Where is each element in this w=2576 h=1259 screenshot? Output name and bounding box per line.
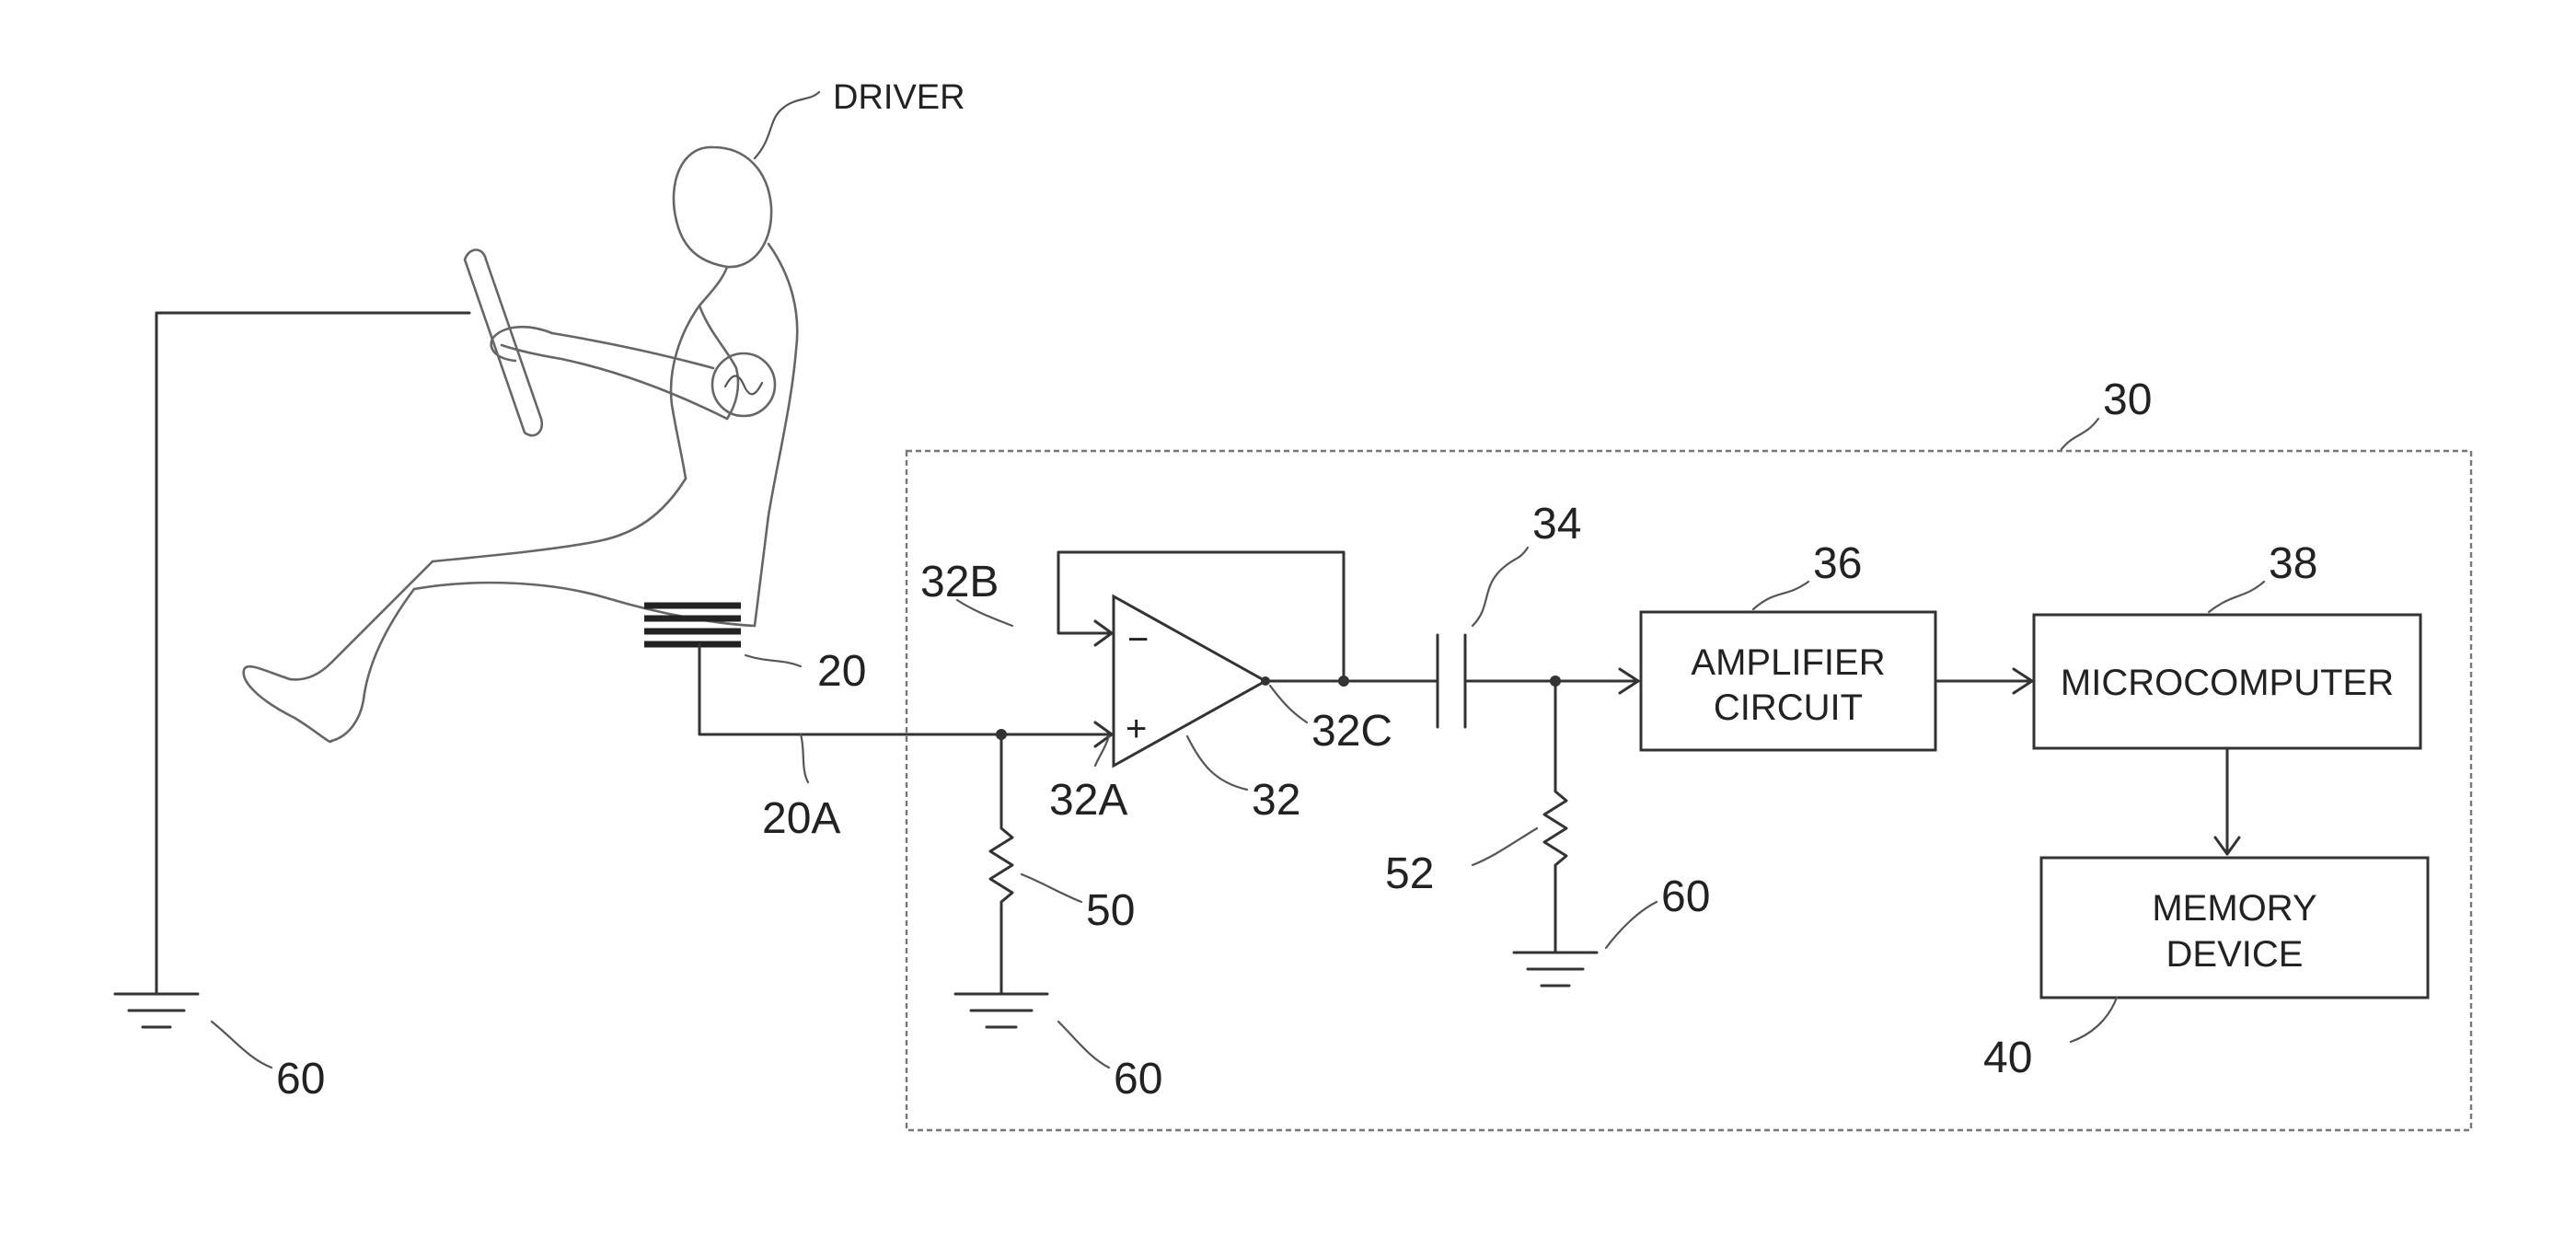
memory-leader [2071, 998, 2117, 1042]
label-20A: 20A [762, 794, 840, 843]
opamp-plus-sign: + [1126, 709, 1147, 749]
steering-wheel [465, 250, 542, 436]
amplifier-leader [1753, 582, 1808, 609]
label-20: 20 [817, 647, 866, 696]
label-30: 30 [2103, 375, 2152, 424]
amplifier-line-1: AMPLIFIER [1691, 642, 1885, 683]
microcomputer-leader [2209, 582, 2264, 612]
ground-symbol-left [115, 994, 198, 1027]
resistor-50 [990, 734, 1012, 994]
sensor-wire-leader [801, 734, 808, 782]
amplifier-line-2: CIRCUIT [1714, 687, 1863, 728]
label-40: 40 [1983, 1034, 2032, 1082]
label-38: 38 [2269, 539, 2317, 588]
junction-feedback [1338, 676, 1349, 687]
label-60-left: 60 [276, 1055, 325, 1103]
sensor-leader [745, 655, 801, 666]
label-driver: DRIVER [833, 78, 965, 117]
memory-line-2: DEVICE [2166, 934, 2304, 975]
ground-symbol-input [955, 994, 1047, 1027]
opamp-out-leader [1270, 686, 1307, 722]
label-34: 34 [1532, 500, 1581, 549]
junction-output [1261, 676, 1270, 686]
opamp-leader [1187, 736, 1247, 790]
device-leader [2062, 419, 2098, 449]
ground-left-leader [212, 1022, 271, 1068]
microcomputer-text: MICROCOMPUTER [2061, 663, 2394, 703]
driver-figure [244, 147, 798, 742]
resistor-52-leader [1473, 828, 1537, 865]
label-36: 36 [1813, 539, 1862, 588]
label-50: 50 [1086, 886, 1135, 935]
label-32C: 32C [1311, 707, 1392, 756]
memory-line-1: MEMORY [2152, 888, 2316, 929]
resistor-52 [1544, 681, 1566, 953]
label-32: 32 [1252, 776, 1300, 825]
driver-leader [755, 92, 819, 158]
capacitor-34 [1438, 635, 1465, 727]
label-32B: 32B [920, 558, 999, 606]
label-60-input: 60 [1114, 1055, 1162, 1103]
steering-ground-wire [156, 313, 469, 994]
sensor-wire-20A [699, 644, 1127, 734]
resistor-50-leader [1022, 874, 1081, 902]
ground-output-leader [1606, 902, 1657, 948]
label-60-output: 60 [1661, 872, 1710, 921]
label-52: 52 [1385, 849, 1434, 898]
ground-symbol-output [1514, 953, 1597, 986]
capacitor-leader [1473, 548, 1528, 626]
label-32A: 32A [1049, 776, 1127, 825]
ground-input-leader [1058, 1022, 1109, 1068]
opamp-minus-sign: − [1127, 619, 1149, 660]
